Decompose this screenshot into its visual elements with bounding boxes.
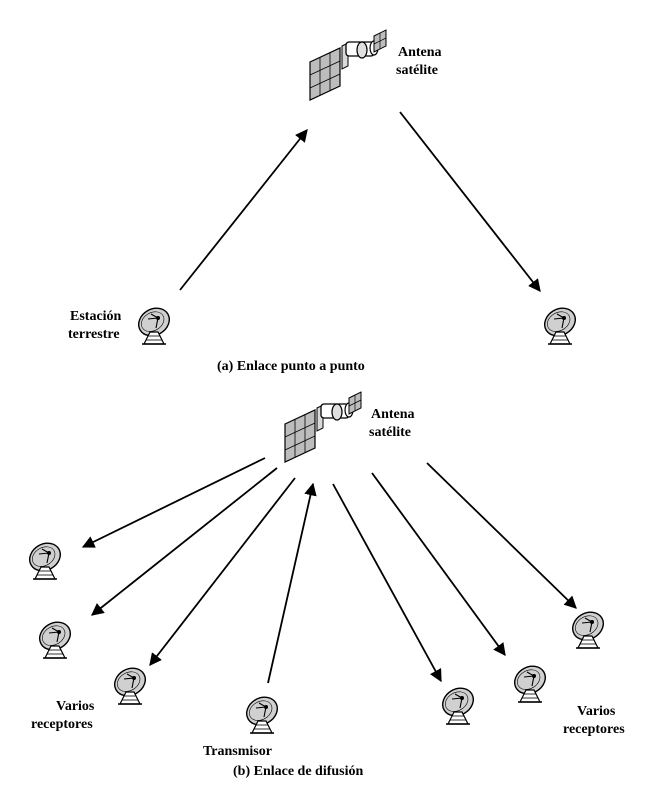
downlink-arrow	[399, 111, 541, 292]
receivers-right-label: Varios receptores	[563, 704, 625, 737]
caption-a: (a) Enlace punto a punto	[217, 359, 365, 374]
downlink-arrow	[332, 483, 442, 683]
satellite-label-a: Antena satélite	[396, 45, 445, 78]
uplink-arrow	[267, 482, 317, 684]
panel-a: Antena satélite Estación terrestre (a) E…	[68, 29, 582, 374]
receiver-dish-icon	[108, 661, 152, 705]
earth-station-label: Estación terrestre	[68, 309, 125, 342]
uplink-arrow	[179, 129, 308, 291]
downlink-arrow	[81, 457, 266, 548]
receiving-dish-icon	[538, 301, 582, 345]
downlink-arrow	[149, 477, 296, 666]
receiver-dish-icon	[23, 536, 67, 580]
receiver-dish-icon	[566, 605, 610, 649]
receiver-dish-icon	[33, 615, 77, 659]
satellite-icon	[284, 391, 362, 463]
earth-station-dish-icon	[132, 301, 176, 345]
receiver-dish-icon	[508, 659, 552, 703]
downlink-arrow	[91, 467, 278, 616]
downlink-arrow	[371, 472, 506, 657]
transmitter-label: Transmisor	[203, 744, 272, 759]
caption-b: (b) Enlace de difusión	[233, 764, 364, 779]
satellite-icon	[309, 29, 387, 101]
panel-b: Antena satélite Varios receptores Varios…	[23, 391, 625, 779]
transmitter-dish-icon	[240, 690, 284, 734]
satellite-label-b: Antena satélite	[369, 407, 418, 440]
receivers-left-label: Varios receptores	[31, 699, 98, 732]
downlink-arrow	[426, 462, 577, 609]
receiver-dish-icon	[436, 681, 480, 725]
